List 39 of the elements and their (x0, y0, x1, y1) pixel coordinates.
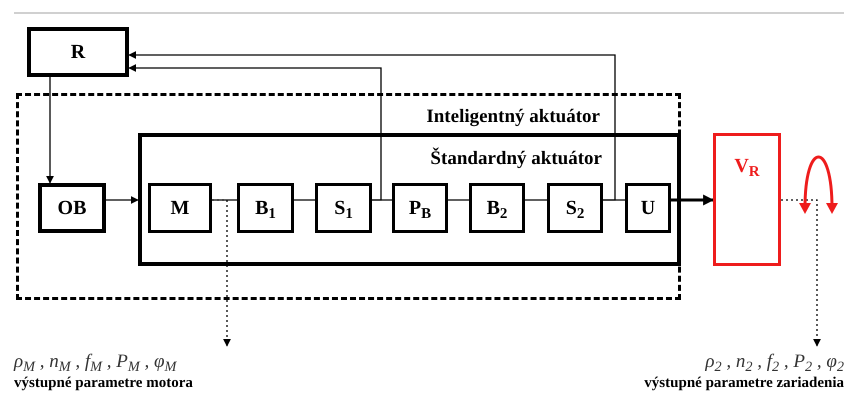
block-label: S$_{2}$ (566, 198, 584, 218)
dotted-arrow (781, 199, 821, 347)
connector-line (525, 199, 547, 201)
connector-line (448, 199, 469, 201)
block-box (237, 183, 294, 233)
block-box (27, 27, 129, 77)
block-box (625, 183, 671, 233)
dotted-arrow (212, 199, 231, 347)
block-label: U (640, 198, 656, 218)
block-label: R (70, 42, 86, 62)
parameter-list: ρ$_{M}$ , n$_{M}$ , f$_{M}$ , P$_{M}$ , φ$_{M}$ (14, 350, 176, 374)
group-frame (138, 133, 681, 266)
parameter-caption: výstupné parametre zariadenia (644, 374, 844, 392)
arrow (671, 194, 714, 206)
group-title: Štandardný aktuátor (430, 149, 602, 168)
block-box (547, 183, 603, 233)
block-box (315, 183, 372, 233)
block-label: S$_{1}$ (334, 198, 353, 218)
parameter-caption: výstupné parametre motora (14, 374, 193, 392)
arrow (46, 77, 54, 184)
parameter-list: ρ$_{2}$ , n$_{2}$ , f$_{2}$ , P$_{2}$ , φ$_{2}$ (705, 350, 844, 374)
arrow (128, 51, 616, 201)
block-box (469, 183, 525, 233)
dashed-frame (16, 93, 681, 300)
block-label: OB (58, 198, 86, 218)
connector-line (294, 199, 315, 201)
block-label: V$_{R}$ (734, 156, 760, 182)
block-box (148, 183, 212, 233)
connector-line (212, 199, 237, 201)
block-label: B$_{1}$ (255, 198, 276, 218)
group-title: Inteligentný aktuátor (426, 107, 600, 126)
block-box (713, 133, 781, 266)
block-label: P$_{B}$ (408, 198, 432, 218)
arrow (106, 196, 139, 204)
block-label: M (170, 198, 190, 218)
arrow (128, 64, 382, 201)
block-box (38, 183, 106, 233)
block-label: B$_{2}$ (486, 198, 508, 218)
block-box (392, 183, 448, 233)
